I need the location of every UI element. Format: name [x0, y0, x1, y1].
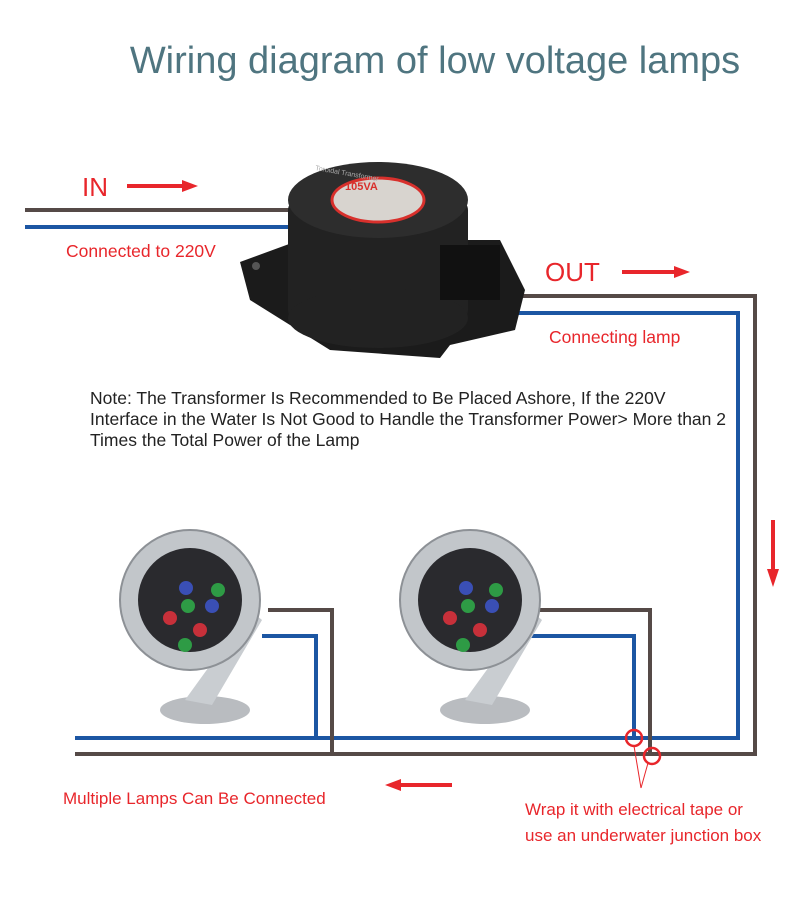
connected-220v-label: Connected to 220V — [66, 241, 216, 261]
output-wires — [75, 294, 757, 756]
lamp-2 — [399, 529, 542, 724]
page-title: Wiring diagram of low voltage lamps — [129, 40, 741, 82]
arrow-right-icon — [622, 266, 690, 278]
arrow-right-icon — [127, 180, 198, 192]
multiple-lamps-label: Multiple Lamps Can Be Connected — [63, 789, 326, 808]
out-label: OUT — [545, 257, 600, 287]
transformer — [240, 162, 525, 358]
transformer-rating: 105VA — [345, 181, 378, 193]
arrow-left-icon — [385, 779, 452, 791]
lamp-1 — [119, 529, 262, 724]
in-label: IN — [82, 172, 108, 202]
input-wires — [25, 208, 300, 229]
junction-markers — [624, 728, 662, 789]
wrap-label-line2: use an underwater junction box — [525, 826, 762, 845]
note-text: Note: The Transformer Is Recommended to … — [90, 388, 726, 450]
arrow-down-icon — [767, 520, 779, 587]
wrap-label-line1: Wrap it with electrical tape or — [525, 800, 743, 819]
connecting-lamp-label: Connecting lamp — [549, 327, 681, 347]
